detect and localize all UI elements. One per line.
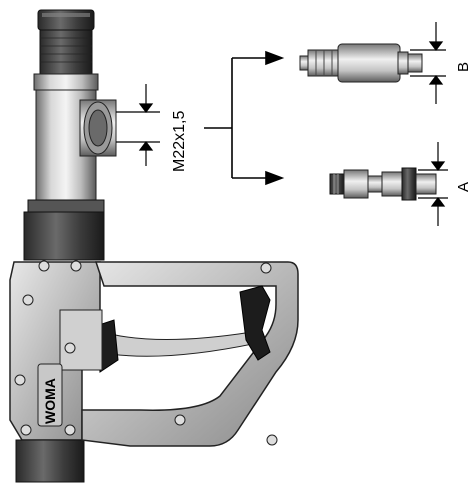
trigger-lever [95,329,264,357]
nozzle-variant-b [299,43,423,83]
nozzle-variant-a [329,167,437,201]
dimension-b [410,22,446,104]
branch-arrows [204,50,285,186]
spray-gun: WOMA [9,9,299,483]
brand-plate [37,363,63,427]
thread-label: M22x1,5 [171,111,188,172]
trigger-guard [81,261,299,447]
variant-a-label: A [455,182,470,192]
threaded-stem [39,29,93,76]
variant-b-label: B [455,62,470,72]
dimension-a [418,142,448,226]
brand-text: WOMA [42,378,58,424]
thread-dimension [116,84,160,166]
